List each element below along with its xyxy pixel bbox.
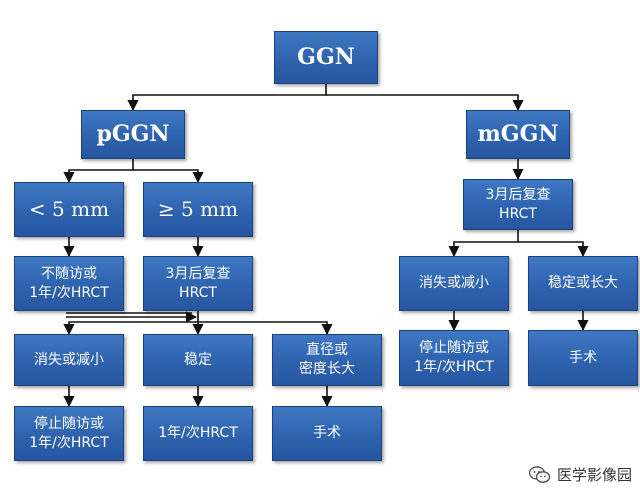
edge-mrecheck-outcomes bbox=[448, 230, 519, 258]
node-p-surgery: 手术 bbox=[272, 406, 382, 461]
edge-ggn-pggn bbox=[127, 84, 327, 112]
edge-pggn-ge5 bbox=[133, 169, 204, 184]
edge-recheck-grow bbox=[198, 321, 333, 336]
node-m-stop: 停止随访或 1年/次HRCT bbox=[399, 330, 509, 386]
node-p-annual: 1年/次HRCT bbox=[143, 406, 253, 461]
node-p-recheck: 3月后复查 HRCT bbox=[143, 256, 253, 311]
node-p-vanish: 消失或减小 bbox=[14, 334, 124, 386]
node-mggn: mGGN bbox=[466, 110, 570, 159]
watermark-text: 医学影像园 bbox=[556, 466, 632, 484]
node-ggn: GGN bbox=[274, 31, 378, 84]
edge-ggn-mggn bbox=[326, 94, 524, 112]
node-m-vanish: 消失或减小 bbox=[399, 256, 509, 311]
node-ge5: ≥ 5 mm bbox=[143, 182, 253, 237]
edge-mrecheck-stable bbox=[518, 241, 589, 258]
node-lt5: < 5 mm bbox=[14, 182, 124, 237]
node-p-stable: 稳定 bbox=[143, 334, 253, 386]
edge-recheck-outcomes bbox=[63, 311, 199, 336]
node-p-stop: 停止随访或 1年/次HRCT bbox=[14, 406, 124, 461]
node-p-grow: 直径或 密度长大 bbox=[272, 334, 382, 386]
watermark: 医学影像园 bbox=[528, 464, 632, 485]
node-m-surgery: 手术 bbox=[528, 330, 638, 386]
node-m-recheck: 3月后复查 HRCT bbox=[463, 179, 573, 230]
edge-pggn-lt5 bbox=[63, 159, 134, 184]
node-no-followup: 不随访或 1年/次HRCT bbox=[14, 256, 124, 311]
wechat-icon bbox=[528, 465, 551, 483]
node-m-stable: 稳定或长大 bbox=[528, 256, 638, 311]
node-pggn: pGGN bbox=[81, 110, 185, 159]
